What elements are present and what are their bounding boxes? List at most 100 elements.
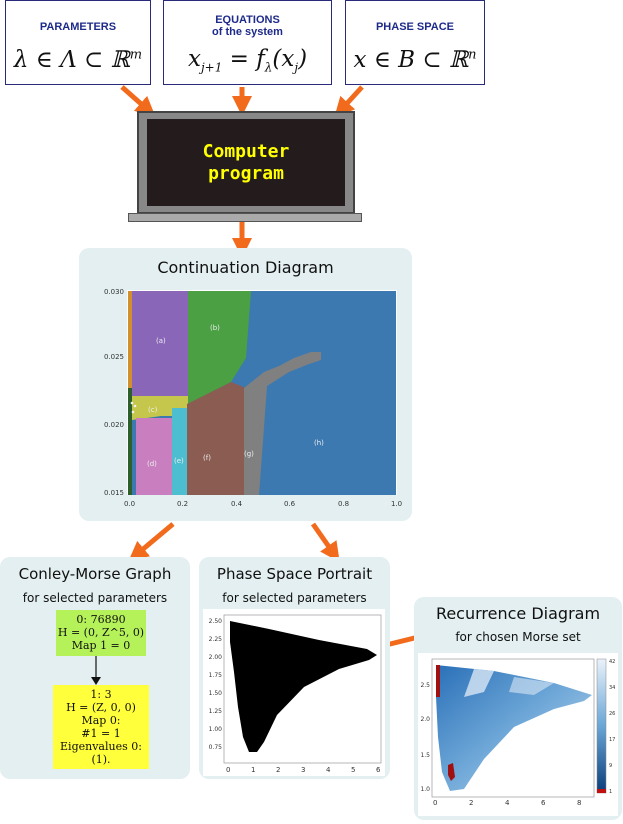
computer-monitor: Computer program [137, 111, 355, 214]
node0-line: H = (0, Z^5, 0) [57, 626, 145, 639]
x-tick: 4 [326, 766, 331, 774]
region-label-a: (a) [156, 337, 166, 345]
x-tick: 3 [301, 766, 305, 774]
computer-screen: Computer program [147, 119, 345, 206]
y-tick: 2.00 [209, 654, 223, 661]
region-label-b: (b) [210, 324, 220, 332]
region-label-g: (g) [244, 450, 254, 458]
region-d-fill [136, 418, 172, 495]
recurrence-light-band [464, 669, 494, 697]
cbar-tick: 42 [609, 659, 615, 665]
arrow-to-phase [310, 522, 340, 563]
recurrence-panel: Recurrence Diagram for chosen Morse set … [414, 597, 622, 820]
node1-line: 1: 3 [90, 688, 112, 701]
node1-line: Map 0: [81, 714, 121, 727]
cbar-tick: 17 [609, 737, 615, 743]
phase-x-ticks: 0 1 2 3 4 5 6 [226, 766, 381, 774]
phase-space-title: PHASE SPACE [375, 21, 455, 33]
region-e-fill [172, 408, 187, 495]
phase-space-box: PHASE SPACE x ∈ B ⊂ ℝn [345, 0, 485, 85]
parameters-title: PARAMETERS [39, 21, 117, 33]
y-tick: 0.020 [104, 421, 124, 429]
region-b-fill [188, 291, 251, 404]
phase-y-ticks: 2.50 2.25 2.00 1.75 1.50 1.25 1.00 0.75 [209, 618, 223, 751]
arrow-phase-space [334, 85, 364, 118]
morse-node-1[interactable]: 1: 3 H = (Z, 0, 0) Map 0: #1 = 1 Eigenva… [53, 685, 149, 769]
equations-subtitle: of the system [212, 26, 283, 38]
node1-line: H = (Z, 0, 0) [66, 701, 136, 714]
morse-set-bottom [448, 763, 455, 781]
phase-title: Phase Space Portrait [216, 565, 373, 583]
x-tick: 6 [541, 799, 546, 807]
y-tick: 2.5 [420, 682, 430, 689]
region-f-fill [187, 382, 246, 495]
x-tick: 0.2 [177, 500, 188, 508]
node1-line: Eigenvalues 0: [60, 740, 142, 753]
computer-label-line1: Computer [202, 141, 290, 162]
cmg-panel: Conley-Morse Graph for selected paramete… [0, 557, 190, 779]
node1-line: #1 = 1 [81, 727, 121, 740]
recurrence-x-ticks: 0 2 4 6 8 [433, 799, 581, 807]
x-tick: 5 [351, 766, 355, 774]
recurrence-plot: 0 2 4 6 8 2.5 2.0 1.5 1.0 42 34 26 17 9 … [418, 653, 618, 816]
colorbar-min [597, 789, 606, 793]
x-tick: 2 [276, 766, 280, 774]
parameters-box: PARAMETERS λ ∈ Λ ⊂ ℝm [5, 0, 151, 85]
phase-subtitle: for selected parameters [222, 591, 367, 605]
x-tick: 8 [577, 799, 581, 807]
x-tick: 0 [433, 799, 437, 807]
phase-panel: Phase Space Portrait for selected parame… [199, 557, 390, 779]
x-tick: 6 [376, 766, 381, 774]
region-label-h: (h) [314, 439, 324, 447]
x-tick: 0.6 [284, 500, 296, 508]
cbar-tick: 1 [609, 789, 612, 795]
region-labels: (a) (b) (c) (d) (e) (f) (g) (h) [147, 324, 324, 468]
recurrence-subtitle: for chosen Morse set [455, 630, 581, 644]
equations-title: EQUATIONS [215, 14, 280, 26]
y-tick: 1.5 [420, 752, 430, 759]
colorbar [596, 658, 607, 794]
y-tick: 2.25 [209, 636, 223, 643]
arrow-to-cmg [128, 522, 175, 562]
x-tick: 1.0 [391, 500, 402, 508]
cmg-title: Conley-Morse Graph [18, 565, 172, 583]
region-a-fill [132, 291, 188, 396]
node0-line: Map 1 = 0 [71, 639, 131, 652]
y-tick: 0.75 [209, 744, 223, 751]
arrow-parameters [120, 85, 156, 117]
continuation-plot: (a) (b) (c) (d) (e) (f) (g) (h) 0.0 0.2 … [104, 288, 402, 508]
region-label-e: (e) [174, 457, 184, 465]
x-tick: 0.4 [231, 500, 243, 508]
continuation-x-ticks: 0.0 0.2 0.4 0.6 0.8 1.0 [124, 500, 402, 508]
y-tick: 2.0 [420, 716, 430, 723]
region-label-c: (c) [148, 406, 158, 414]
region-g-fill [244, 352, 321, 495]
cmg-subtitle: for selected parameters [22, 591, 168, 605]
computer-base [128, 213, 362, 222]
computer-label-line2: program [208, 163, 284, 184]
equations-box: EQUATIONS of the system xj+1 = fλ(xj) [163, 0, 332, 85]
recurrence-region [436, 665, 592, 791]
x-tick: 4 [505, 799, 510, 807]
cbar-tick: 9 [609, 763, 612, 769]
cmg-edge [91, 656, 101, 685]
colorbar-ticks: 42 34 26 17 9 1 [609, 659, 615, 795]
phase-attractor [230, 621, 377, 752]
parameters-equation: λ ∈ Λ ⊂ ℝm [13, 47, 143, 73]
recurrence-light-band-2 [509, 677, 554, 695]
morse-node-0[interactable]: 0: 76890 H = (0, Z^5, 0) Map 1 = 0 [56, 610, 146, 656]
x-tick: 2 [469, 799, 473, 807]
system-equation: xj+1 = fλ(xj) [187, 46, 308, 75]
node1-line: (1). [91, 753, 111, 766]
y-tick: 1.25 [209, 708, 223, 715]
region-thin-dark [128, 388, 132, 495]
y-tick: 1.00 [209, 726, 223, 733]
x-tick: 0.8 [338, 500, 349, 508]
y-tick: 1.50 [209, 690, 223, 697]
y-tick: 1.0 [420, 786, 430, 793]
y-tick: 2.50 [209, 618, 223, 625]
phase-space-equation: x ∈ B ⊂ ℝn [353, 47, 477, 73]
x-tick: 0.0 [124, 500, 135, 508]
y-tick: 0.025 [104, 353, 124, 361]
